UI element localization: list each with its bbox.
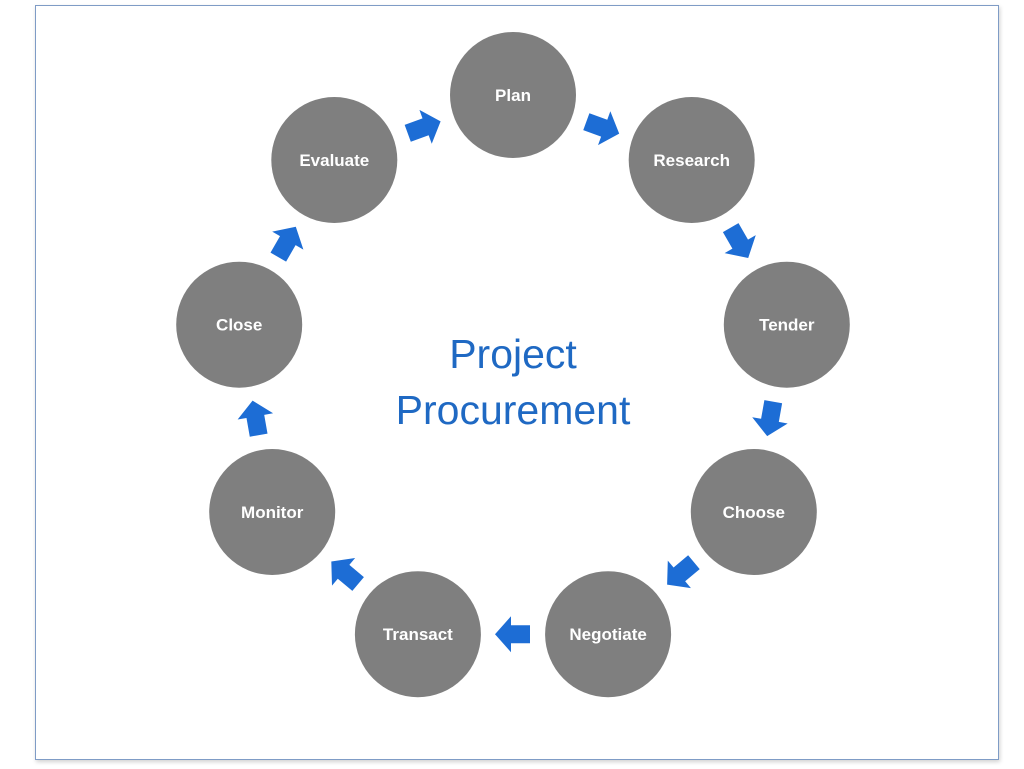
- stage-circle: [176, 261, 303, 388]
- stage-circle: [628, 97, 755, 223]
- stage-circle: [271, 97, 398, 223]
- stage-circle: [690, 449, 817, 575]
- block-arrow-icon: [331, 558, 364, 591]
- stage-label-evaluate: Evaluate: [299, 151, 369, 170]
- stage-label-choose: Choose: [723, 503, 785, 522]
- block-arrow-icon: [583, 111, 620, 146]
- block-arrow-icon: [667, 555, 700, 589]
- stage-node-monitor: Monitor: [209, 449, 336, 575]
- stage-circle: [209, 449, 336, 575]
- stage-node-choose: Choose: [690, 449, 817, 575]
- stage-node-tender: Tender: [723, 261, 850, 388]
- stage-label-plan: Plan: [495, 86, 531, 105]
- block-arrow-icon: [495, 616, 530, 653]
- stage-label-transact: Transact: [383, 625, 453, 644]
- block-arrow-icon: [722, 223, 756, 258]
- stage-label-negotiate: Negotiate: [569, 625, 646, 644]
- stage-label-monitor: Monitor: [241, 503, 304, 522]
- block-arrow-icon: [270, 226, 304, 262]
- block-arrow-icon: [404, 109, 441, 144]
- block-arrow-icon: [752, 400, 788, 437]
- stage-node-evaluate: Evaluate: [271, 97, 398, 223]
- stage-label-research: Research: [653, 151, 730, 170]
- stage-circle: [723, 261, 850, 388]
- center-title-line-1: Project: [449, 331, 577, 377]
- cycle-arrows: [237, 109, 788, 653]
- stage-node-negotiate: Negotiate: [545, 571, 672, 698]
- center-title-line-2: Procurement: [396, 387, 631, 433]
- stage-node-close: Close: [176, 261, 303, 388]
- stage-circle: [450, 32, 576, 158]
- stage-circle: [354, 571, 481, 698]
- stage-label-tender: Tender: [759, 316, 815, 335]
- stage-node-research: Research: [628, 97, 755, 223]
- block-arrow-icon: [237, 400, 274, 437]
- stage-node-plan: Plan: [450, 32, 576, 158]
- stage-node-transact: Transact: [354, 571, 481, 698]
- stage-label-close: Close: [216, 316, 262, 335]
- stage-circle: [545, 571, 672, 698]
